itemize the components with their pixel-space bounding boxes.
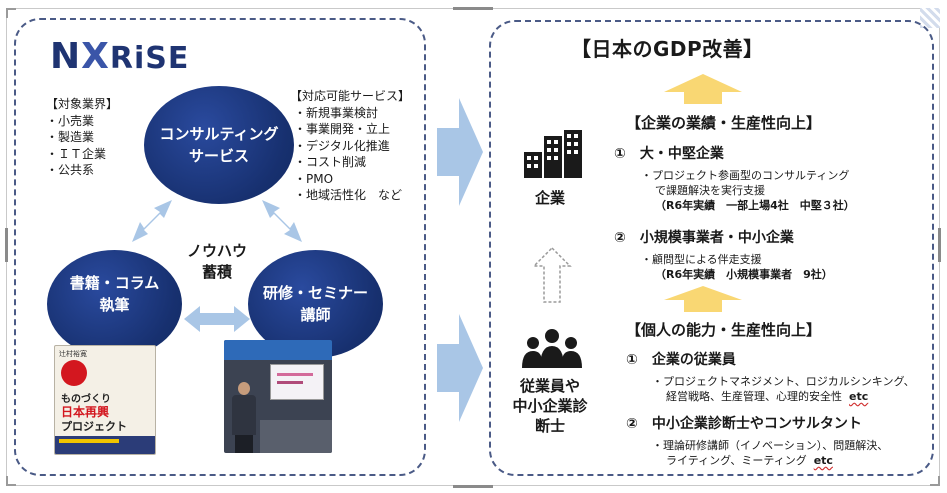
- seminar-photo: [224, 340, 332, 453]
- detail-line: ライティング、ミーティング: [666, 454, 807, 467]
- knowhow-line: 蓄積: [201, 263, 232, 281]
- book-band-accent: [59, 439, 119, 443]
- book-title-line: ものづくり: [61, 394, 111, 405]
- service-item: PMO: [290, 171, 410, 188]
- industry-list: 【対象業界】 小売業 製造業 ＩＴ企業 公共系: [46, 96, 118, 179]
- industry-item: 製造業: [46, 129, 118, 146]
- resize-handle-bottom[interactable]: [453, 485, 493, 488]
- knowhow-label: ノウハウ 蓄積: [187, 241, 247, 283]
- book-title-line: 日本再興: [61, 405, 110, 419]
- service-item: 地域活性化 など: [290, 187, 410, 204]
- screen-line: [277, 373, 313, 376]
- industry-heading: 【対象業界】: [46, 97, 119, 111]
- etc-label: etc: [849, 390, 869, 403]
- impact-panel: [489, 20, 934, 476]
- detail-line: プロジェクト参画型のコンサルティング: [641, 168, 855, 183]
- detail-line: 経営戦略、生産管理、心理的安全性: [666, 390, 842, 403]
- desk: [260, 420, 332, 453]
- circle-label: 研修・セミナー: [262, 284, 368, 302]
- gdp-title: 【日本のGDP改善】: [571, 37, 764, 61]
- employee-heading: ① 企業の従業員: [626, 352, 736, 368]
- actor-line: 中小企業診: [512, 397, 588, 415]
- people-actor-label: 従業員や 中小企業診 断士: [504, 376, 596, 436]
- large-company-heading: ① 大・中堅企業: [614, 146, 724, 162]
- detail-line: （R6年実績 一部上場4社 中堅３社）: [655, 199, 855, 212]
- knowhow-line: ノウハウ: [187, 242, 248, 260]
- book-cover-image: 辻村裕寛 ものづくり 日本再興 プロジェクト: [54, 345, 156, 455]
- service-item: デジタル化推進: [290, 138, 410, 155]
- corporate-section-heading: 【企業の業績・生産性向上】: [626, 114, 822, 132]
- company-panel: [14, 18, 426, 476]
- corporate-actor-label: 企業: [534, 189, 565, 207]
- detail-line: で課題解決を実行支援: [655, 184, 765, 197]
- etc-label: etc: [813, 454, 833, 467]
- frame-corner-handle[interactable]: [930, 476, 940, 486]
- service-heading: 【対応可能サービス】: [290, 89, 411, 103]
- large-company-detail: プロジェクト参画型のコンサルティング で課題解決を実行支援 （R6年実績 一部上…: [641, 168, 855, 213]
- book-title-line: プロジェクト: [61, 420, 127, 433]
- speaker-body: [232, 395, 256, 435]
- speaker-head: [238, 382, 250, 395]
- small-company-heading: ② 小規模事業者・中小企業: [614, 230, 794, 246]
- up-arrow-icon: [664, 74, 742, 104]
- consulting-service-circle: コンサルティング サービス: [144, 86, 294, 204]
- resize-handle-top[interactable]: [453, 7, 493, 10]
- screen-line: [277, 381, 303, 384]
- detail-line: 理論研修講師（イノベーション）、問題解決、: [652, 438, 888, 453]
- detail-line: プロジェクトマネジメント、ロジカルシンキング、: [652, 374, 915, 389]
- circle-label: 書籍・コラム: [69, 274, 160, 292]
- service-item: コスト削減: [290, 154, 410, 171]
- service-list: 【対応可能サービス】 新規事業検討 事業開発・立上 デジタル化推進 コスト削減 …: [290, 88, 410, 204]
- people-group-icon: [522, 329, 582, 368]
- circle-label: 執筆: [99, 296, 130, 314]
- photo-wall: [224, 340, 332, 360]
- resize-handle-left[interactable]: [5, 228, 8, 262]
- circle-label: 講師: [300, 306, 331, 324]
- double-arrow-icon: [132, 200, 172, 242]
- right-arrow-icon: [437, 314, 483, 422]
- up-arrow-icon: [664, 286, 742, 312]
- detail-line: 顧問型による伴走支援: [641, 252, 833, 267]
- up-arrow-icon: [532, 246, 572, 303]
- industry-item: ＩＴ企業: [46, 146, 118, 163]
- presentation-screen: [270, 364, 324, 400]
- detail-line: （R6年実績 小規模事業者 9社）: [655, 268, 833, 281]
- frame-corner-pattern: [920, 8, 940, 28]
- consultant-heading: ② 中小企業診断士やコンサルタント: [626, 416, 862, 432]
- building-icon: [524, 130, 582, 178]
- rising-sun-graphic: [61, 360, 87, 386]
- employee-detail: プロジェクトマネジメント、ロジカルシンキング、 経営戦略、生産管理、心理的安全性…: [652, 374, 915, 404]
- consultant-detail: 理論研修講師（イノベーション）、問題解決、 ライティング、ミーティング etc: [652, 438, 888, 468]
- double-arrow-icon: [262, 200, 302, 242]
- book-author: 辻村裕寛: [59, 350, 87, 358]
- frame-corner-handle[interactable]: [6, 8, 16, 18]
- industry-item: 小売業: [46, 113, 118, 130]
- actor-line: 従業員や: [519, 377, 580, 395]
- circle-label: サービス: [188, 147, 249, 165]
- double-arrow-icon: [184, 306, 250, 332]
- speaker-legs: [235, 435, 253, 453]
- right-arrow-icon: [437, 98, 483, 206]
- frame-corner-handle[interactable]: [6, 476, 16, 486]
- service-item: 新規事業検討: [290, 105, 410, 122]
- actor-line: 断士: [534, 417, 565, 435]
- circle-label: コンサルティング: [159, 125, 279, 143]
- service-item: 事業開発・立上: [290, 121, 410, 138]
- small-company-detail: 顧問型による伴走支援 （R6年実績 小規模事業者 9社）: [641, 252, 833, 282]
- writing-circle: 書籍・コラム 執筆: [47, 250, 182, 358]
- resize-handle-right[interactable]: [938, 228, 941, 262]
- individual-section-heading: 【個人の能力・生産性向上】: [626, 321, 822, 339]
- company-logo: NXRiSE: [50, 36, 190, 77]
- industry-item: 公共系: [46, 162, 118, 179]
